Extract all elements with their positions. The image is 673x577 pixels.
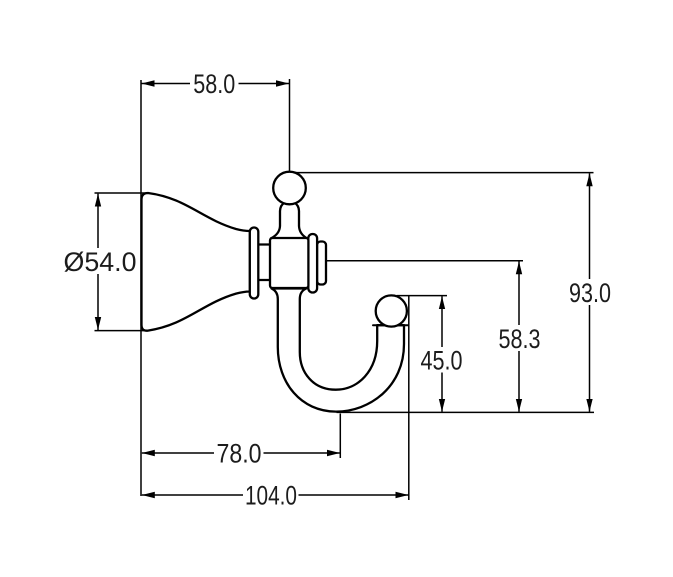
finial-ball [272,170,307,206]
collar-neck [256,243,272,282]
dim-label-hook-depth: 78.0 [217,439,262,469]
collar-block [268,236,310,290]
dim-label-top-projection: 58.0 [193,69,235,99]
dim-label-overall-height: 93.0 [569,278,611,308]
hook-arm [270,287,406,413]
flange-ring [248,226,260,300]
hook-body [140,170,409,413]
flange-outline [140,191,252,332]
collar-ring [307,232,319,294]
dim-label-centerline-to-bottom: 58.3 [499,324,541,354]
dim-label-flange-diameter: Ø54.0 [64,247,137,277]
collar-cap [315,240,328,286]
dim-label-hook-tip-height: 45.0 [421,346,463,376]
finial-post [269,201,309,240]
hook-tip-ball [374,294,409,328]
dim-label-overall-projection: 104.0 [245,481,297,511]
dimension-lines [94,80,593,499]
dimension-labels: 58.0 Ø54.0 93.0 58.3 45.0 78.0 104.0 [64,69,612,511]
